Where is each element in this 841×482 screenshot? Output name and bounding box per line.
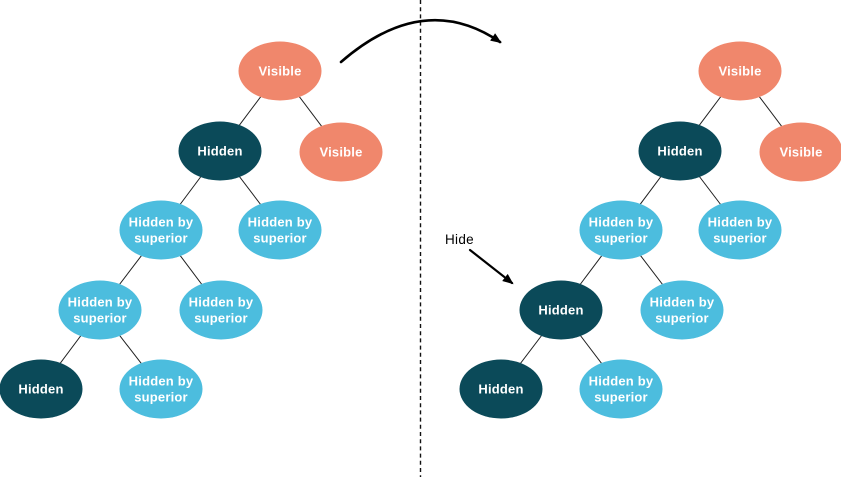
tree-edge [620, 229, 683, 311]
tree-edge [560, 229, 622, 311]
tree-edge [40, 309, 101, 390]
hide-annotation-label: Hide [445, 232, 474, 247]
tree-edge [160, 229, 222, 311]
transform-arrow [339, 18, 502, 64]
tree-edge [620, 150, 681, 231]
tree-edge [679, 70, 741, 152]
tree-edge [219, 150, 281, 231]
tree-edge [560, 309, 622, 390]
tree-edge [219, 70, 281, 152]
hide-arrow [468, 248, 514, 285]
tree-edge [679, 150, 741, 231]
tree-edge [160, 150, 221, 231]
tree-edge [500, 309, 562, 390]
tree-edge [739, 70, 802, 153]
tree-edge [99, 309, 162, 390]
tree-edge [99, 229, 162, 311]
tree-edge [279, 70, 342, 153]
